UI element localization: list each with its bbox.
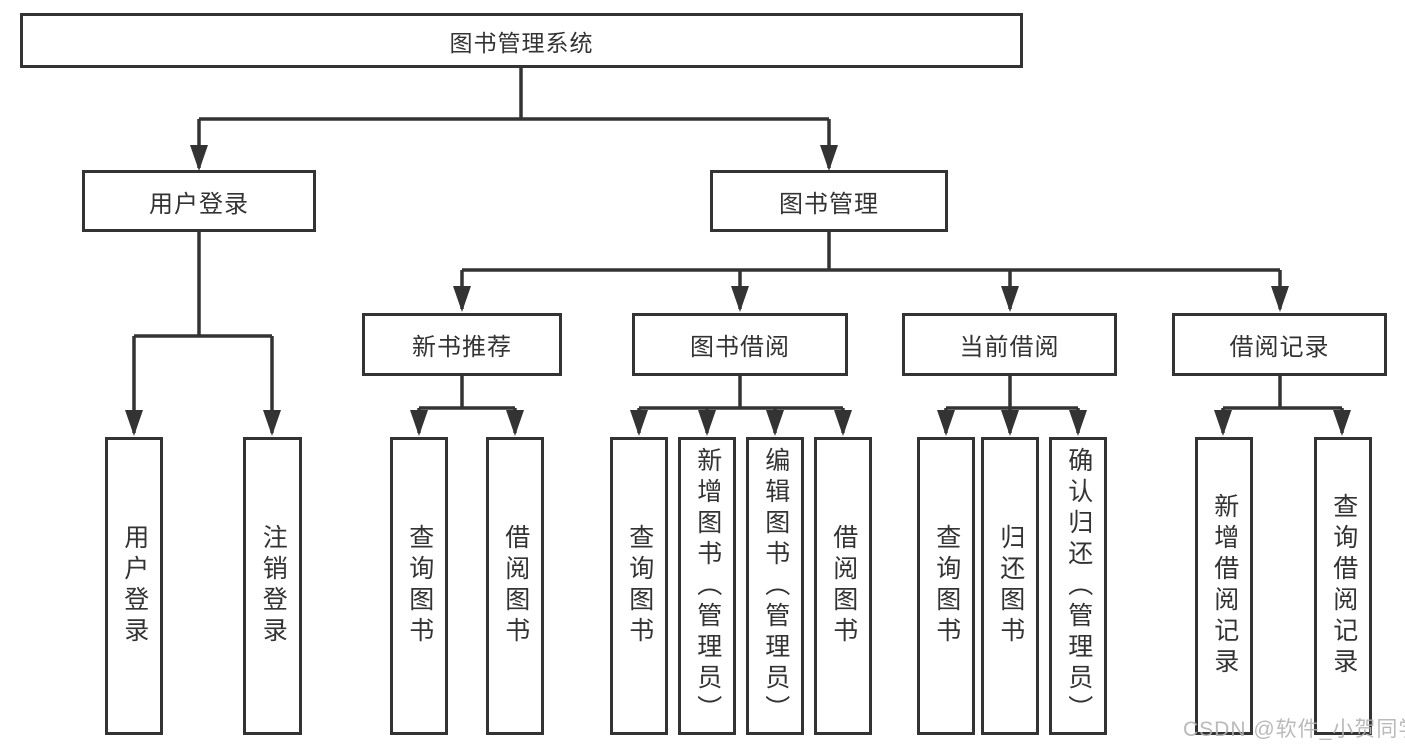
leaf-query-books-borrow: 查询图书 [610, 437, 668, 735]
leaf-borrow-books-label: 借阅图书 [829, 524, 858, 648]
leaf-add-borrow-record-label: 新增借阅记录 [1210, 493, 1239, 679]
leaf-query-books-recommend-label: 查询图书 [405, 524, 434, 648]
leaf-add-books-admin: 新增图书（管理员） [678, 437, 736, 735]
node-book-management-label: 图书管理 [779, 190, 879, 218]
leaf-borrow-books: 借阅图书 [814, 437, 872, 735]
leaf-query-borrow-record: 查询借阅记录 [1314, 437, 1372, 735]
leaf-query-borrow-record-label: 查询借阅记录 [1329, 493, 1358, 679]
leaf-query-books-recommend: 查询图书 [390, 437, 448, 735]
leaf-query-books-current-label: 查询图书 [932, 524, 961, 648]
arrowheads [125, 145, 1351, 436]
node-book-management: 图书管理 [710, 170, 948, 232]
leaf-add-books-admin-label: 新增图书（管理员） [693, 446, 722, 726]
node-borrow-records: 借阅记录 [1172, 313, 1387, 376]
leaf-logout-label: 注销登录 [259, 524, 288, 648]
leaf-add-borrow-record: 新增借阅记录 [1195, 437, 1253, 735]
node-new-book-recommend-label: 新书推荐 [412, 334, 512, 361]
watermark: CSDN @软件_小贺同学 [1183, 718, 1405, 741]
leaf-borrow-books-recommend: 借阅图书 [486, 437, 544, 735]
leaf-confirm-return-admin-label: 确认归还（管理员） [1064, 446, 1093, 726]
node-new-book-recommend: 新书推荐 [362, 313, 562, 376]
leaf-user-login: 用户登录 [105, 437, 163, 735]
leaf-query-books-borrow-label: 查询图书 [625, 524, 654, 648]
node-current-borrow: 当前借阅 [902, 313, 1117, 376]
node-user-login: 用户登录 [82, 170, 316, 232]
node-borrow-records-label: 借阅记录 [1229, 334, 1330, 361]
leaf-confirm-return-admin: 确认归还（管理员） [1049, 437, 1107, 735]
node-user-login-label: 用户登录 [149, 190, 249, 218]
node-root: 图书管理系统 [20, 13, 1023, 68]
node-book-borrow: 图书借阅 [632, 313, 848, 376]
leaf-query-books-current: 查询图书 [917, 437, 975, 735]
leaf-return-books: 归还图书 [981, 437, 1039, 735]
node-book-borrow-label: 图书借阅 [690, 334, 790, 361]
leaf-borrow-books-recommend-label: 借阅图书 [501, 524, 530, 648]
node-root-label: 图书管理系统 [449, 29, 594, 56]
leaf-edit-books-admin-label: 编辑图书（管理员） [761, 446, 790, 726]
leaf-user-login-label: 用户登录 [120, 524, 149, 648]
node-current-borrow-label: 当前借阅 [959, 334, 1060, 361]
leaf-logout: 注销登录 [243, 437, 302, 735]
leaf-edit-books-admin: 编辑图书（管理员） [746, 437, 804, 735]
leaf-return-books-label: 归还图书 [996, 524, 1025, 648]
